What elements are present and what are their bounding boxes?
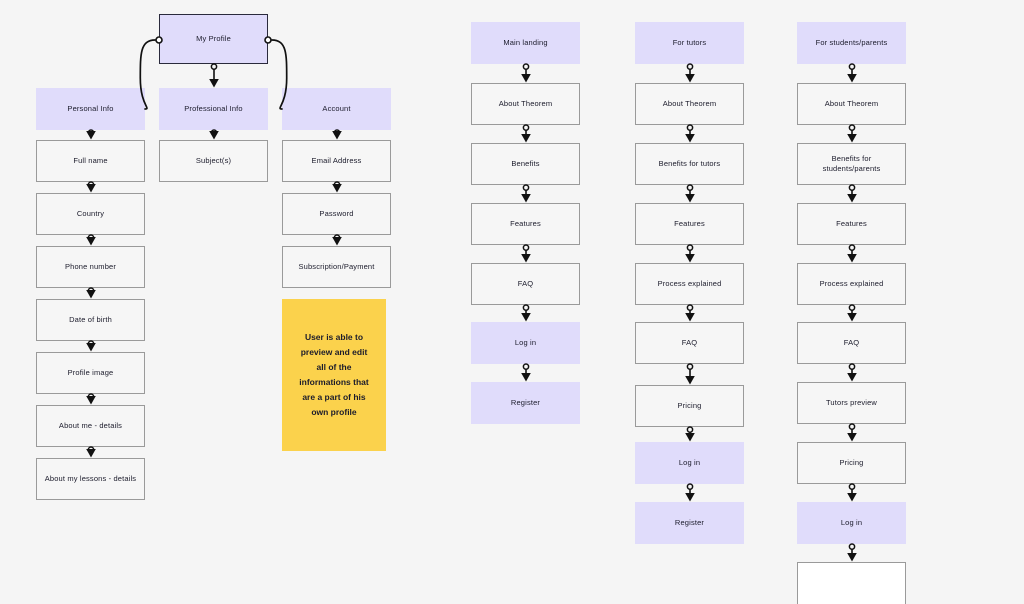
node-personal-info-phone-number[interactable]: Phone number <box>36 246 145 288</box>
node-label: Account <box>322 103 351 113</box>
node-label: Benefits <box>511 158 540 168</box>
node-label: Phone number <box>64 261 116 271</box>
node-label: Password <box>319 208 354 218</box>
node-label: Register <box>674 517 705 527</box>
node-label: Register <box>510 397 541 407</box>
node-label: Pricing <box>839 457 864 467</box>
node-for-students-parents-faq[interactable]: FAQ <box>797 322 906 364</box>
node-personal-info-full-name[interactable]: Full name <box>36 140 145 182</box>
node-label: About Theorem <box>498 98 553 108</box>
sticky-note-line: preview and edit <box>300 347 368 358</box>
node-label: FAQ <box>681 337 698 347</box>
node-personal-info-profile-image[interactable]: Profile image <box>36 352 145 394</box>
node-for-students-parents-features[interactable]: Features <box>797 203 906 245</box>
node-label: FAQ <box>517 278 534 288</box>
node-for-tutors-register[interactable]: Register <box>635 502 744 544</box>
node-professional-info-professional-info[interactable]: Professional Info <box>159 88 268 130</box>
node-for-tutors-pricing[interactable]: Pricing <box>635 385 744 427</box>
node-label: About my lessons - details <box>44 473 137 483</box>
node-label: Tutors preview <box>825 397 877 407</box>
node-label: Country <box>76 208 105 218</box>
node-for-students-parents-process-explained[interactable]: Process explained <box>797 263 906 305</box>
node-label: Date of birth <box>69 314 112 324</box>
node-label: Email Address <box>311 155 362 165</box>
node-for-tutors-process-explained[interactable]: Process explained <box>635 263 744 305</box>
node-main-landing-about-theorem[interactable]: About Theorem <box>471 83 580 125</box>
node-label: Pricing <box>677 400 702 410</box>
node-main-landing-features[interactable]: Features <box>471 203 580 245</box>
node-for-students-parents-blank <box>797 562 906 604</box>
node-account-subscription-payment[interactable]: Subscription/Payment <box>282 246 391 288</box>
node-label: Log in <box>840 517 863 527</box>
sticky-note: User is able to preview and edit all of th… <box>282 299 386 451</box>
node-label: Log in <box>678 457 701 467</box>
node-personal-info-date-of-birth[interactable]: Date of birth <box>36 299 145 341</box>
node-for-students-parents-benefits-for-students-parents[interactable]: Benefits for students/parents <box>797 143 906 185</box>
node-label: Full name <box>73 155 108 165</box>
sticky-note-line: are a part of his <box>302 391 366 402</box>
node-main-landing-main-landing[interactable]: Main landing <box>471 22 580 64</box>
sticky-note-line: User is able to <box>304 332 364 343</box>
node-for-tutors-benefits-for-tutors[interactable]: Benefits for tutors <box>635 143 744 185</box>
sticky-note-line: all of the <box>316 362 352 373</box>
node-label: Subscription/Payment <box>298 261 375 271</box>
node-main-landing-register[interactable]: Register <box>471 382 580 424</box>
node-label: Process explained <box>657 278 722 288</box>
node-for-students-parents-pricing[interactable]: Pricing <box>797 442 906 484</box>
node-label: Features <box>510 218 541 228</box>
node-account-email-address[interactable]: Email Address <box>282 140 391 182</box>
node-personal-info-country[interactable]: Country <box>36 193 145 235</box>
sticky-note-text: User is able to preview and edit all of th… <box>299 330 368 419</box>
node-label: My Profile <box>196 33 231 43</box>
node-label: Features <box>674 218 705 228</box>
node-label: Process explained <box>819 278 884 288</box>
node-personal-info-about-me-details[interactable]: About me - details <box>36 405 145 447</box>
node-label: Personal Info <box>67 103 114 113</box>
node-for-tutors-log-in[interactable]: Log in <box>635 442 744 484</box>
node-label: Features <box>836 218 867 228</box>
node-label: Professional Info <box>184 103 243 113</box>
node-main-landing-log-in[interactable]: Log in <box>471 322 580 364</box>
node-for-tutors-about-theorem[interactable]: About Theorem <box>635 83 744 125</box>
node-for-tutors-faq[interactable]: FAQ <box>635 322 744 364</box>
node-label: Log in <box>514 337 537 347</box>
node-professional-info-subject-s[interactable]: Subject(s) <box>159 140 268 182</box>
node-label: Profile image <box>67 367 114 377</box>
node-for-tutors-for-tutors[interactable]: For tutors <box>635 22 744 64</box>
node-label: FAQ <box>843 337 860 347</box>
node-label: For tutors <box>672 37 707 47</box>
node-label: About Theorem <box>662 98 717 108</box>
node-for-students-parents-log-in[interactable]: Log in <box>797 502 906 544</box>
node-label: Subject(s) <box>195 155 232 165</box>
node-label: Main landing <box>503 37 548 47</box>
node-label: About me - details <box>58 420 123 430</box>
node-my-profile[interactable]: My Profile <box>159 14 268 64</box>
node-for-tutors-features[interactable]: Features <box>635 203 744 245</box>
node-label: About Theorem <box>824 98 879 108</box>
node-for-students-parents-about-theorem[interactable]: About Theorem <box>797 83 906 125</box>
node-account-account[interactable]: Account <box>282 88 391 130</box>
node-main-landing-benefits[interactable]: Benefits <box>471 143 580 185</box>
node-account-password[interactable]: Password <box>282 193 391 235</box>
node-label: For students/parents <box>815 37 888 47</box>
node-personal-info-personal-info[interactable]: Personal Info <box>36 88 145 130</box>
node-main-landing-faq[interactable]: FAQ <box>471 263 580 305</box>
sticky-note-line: informations that <box>299 377 369 387</box>
node-for-students-parents-tutors-preview[interactable]: Tutors preview <box>797 382 906 424</box>
node-label: Benefits for students/parents <box>822 153 881 173</box>
node-personal-info-about-my-lessons-details[interactable]: About my lessons - details <box>36 458 145 500</box>
node-for-students-parents-for-students-parents[interactable]: For students/parents <box>797 22 906 64</box>
sticky-note-line: own profile <box>311 406 357 417</box>
node-label: Benefits for tutors <box>658 158 721 168</box>
